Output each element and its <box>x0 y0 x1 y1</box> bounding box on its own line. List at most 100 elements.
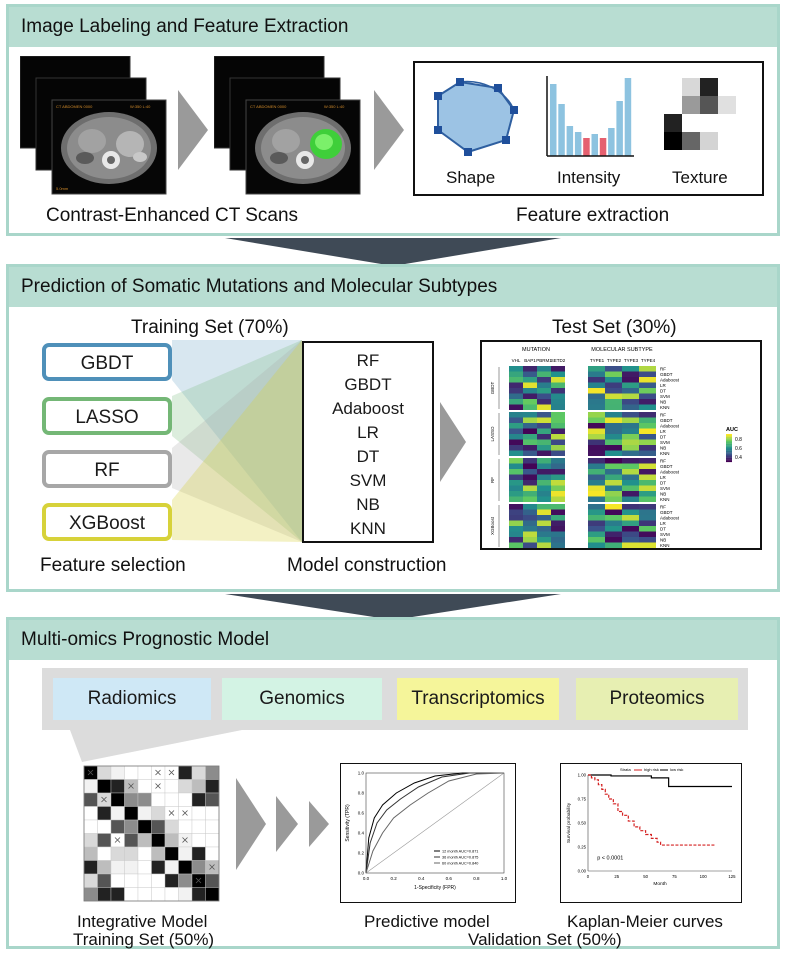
heatmap-cell <box>509 382 523 388</box>
texture-matrix-icon <box>664 78 736 150</box>
model-item: Adaboost <box>332 399 404 418</box>
heatmap-cell <box>523 509 537 515</box>
test-set-title: Test Set (30%) <box>552 317 677 338</box>
heatmap-cell <box>639 423 656 429</box>
heatmap-cell <box>639 366 656 372</box>
heatmap-legend-swatch <box>726 434 732 436</box>
training-set-caption: Training Set (50%) <box>73 930 215 949</box>
ct-scan-stack-segmented: CT ABDOMEN 0000 W:350 L:40 <box>214 56 361 195</box>
heatmap-row-label: LR <box>660 521 667 526</box>
heatmap-cell <box>551 434 565 440</box>
histogram-bar <box>624 78 632 156</box>
heatmap-cell <box>523 366 537 372</box>
heatmap-cell <box>551 377 565 383</box>
heatmap-legend-swatch <box>726 450 732 453</box>
matrix-cell <box>151 806 166 821</box>
matrix-cell <box>151 860 166 875</box>
heatmap-cell <box>639 537 656 543</box>
heatmap-row-label: NB <box>660 538 666 543</box>
panel-header: Image Labeling and Feature Extraction <box>9 7 777 47</box>
heatmap-legend-swatch <box>726 448 732 450</box>
heatmap-cell <box>639 526 656 532</box>
heatmap-cell <box>509 542 523 548</box>
matrix-cell <box>97 860 112 875</box>
heatmap-cell <box>551 417 565 423</box>
heatmap-row-label: LR <box>660 383 667 388</box>
heatmap-row-label: RF <box>660 367 666 372</box>
heatmap-cell <box>537 496 551 502</box>
matrix-cell <box>178 792 193 807</box>
heatmap-legend-swatch <box>726 436 732 439</box>
matrix-cell <box>178 860 193 875</box>
matrix-cell <box>124 860 139 875</box>
texture-cell <box>682 78 700 96</box>
model-item: KNN <box>350 519 386 538</box>
matrix-cell <box>124 765 139 780</box>
heatmap-cell <box>605 412 622 418</box>
heatmap-row-label: SVM <box>660 394 670 399</box>
km-y-tick: 1.00 <box>578 773 587 778</box>
heatmap-cell <box>639 428 656 434</box>
heatmap-cell <box>551 463 565 469</box>
matrix-cell <box>124 887 139 902</box>
heatmap-cell <box>622 399 639 405</box>
heatmap-cell <box>588 428 605 434</box>
heatmap-row-label: GBDT <box>660 372 673 377</box>
matrix-cell <box>124 792 139 807</box>
heatmap-cell <box>551 458 565 464</box>
heatmap-cell <box>523 423 537 429</box>
heatmap-cell <box>622 412 639 418</box>
heatmap-cell <box>537 428 551 434</box>
heatmap-col-label: TYPE2 <box>607 358 622 363</box>
heatmap-cell <box>537 474 551 480</box>
roc-curve-plot: 0.00.00.20.20.40.40.60.60.80.81.01.01-Sp… <box>340 763 516 903</box>
heatmap-cell <box>605 531 622 537</box>
texture-cell <box>718 132 736 150</box>
feature-selection-xgboost: XGBoost <box>42 503 172 541</box>
heatmap-cell <box>523 542 537 548</box>
panel-title: Prediction of Somatic Mutations and Mole… <box>21 276 498 297</box>
matrix-cell <box>178 873 193 888</box>
matrix-cell <box>110 846 125 861</box>
matrix-cell <box>205 779 220 794</box>
heatmap-cell <box>509 526 523 532</box>
roc-x-tick: 0.0 <box>363 876 370 881</box>
heatmap-cell <box>523 496 537 502</box>
feature-selection-caption: Feature selection <box>40 555 186 576</box>
svg-text:5.0mm: 5.0mm <box>56 186 69 191</box>
heatmap-cell <box>551 542 565 548</box>
heatmap-row-label: NB <box>660 492 666 497</box>
matrix-cell <box>110 765 125 780</box>
heatmap-legend-swatch <box>726 443 732 446</box>
heatmap-cell <box>537 480 551 486</box>
km-y-tick: 0.25 <box>578 845 587 850</box>
heatmap-cell <box>622 537 639 543</box>
heatmap-cell <box>551 371 565 377</box>
heatmap-cell <box>588 474 605 480</box>
matrix-cross-mark <box>155 769 161 776</box>
heatmap-cell <box>537 450 551 456</box>
heatmap-cell <box>537 377 551 383</box>
heatmap-row-label: LR <box>660 475 667 480</box>
heatmap-col-label: BAP1 <box>524 358 536 363</box>
heatmap-row-label: DT <box>660 389 666 394</box>
feature-selection-label: RF <box>94 460 120 481</box>
heatmap-cell <box>551 469 565 475</box>
heatmap-cell <box>551 474 565 480</box>
kaplan-meier-caption: Kaplan-Meier curves <box>567 912 723 931</box>
matrix-cross-mark <box>182 837 188 843</box>
heatmap-cell <box>588 509 605 515</box>
matrix-cell <box>164 860 179 875</box>
matrix-cell <box>205 806 220 821</box>
heatmap-group-label: GBDT <box>490 382 495 395</box>
heatmap-cell <box>588 417 605 423</box>
heatmap-cell <box>622 428 639 434</box>
heatmap-cell <box>588 412 605 418</box>
matrix-cell <box>205 819 220 834</box>
heatmap-cell <box>605 388 622 394</box>
heatmap-cell <box>509 439 523 445</box>
heatmap-cell <box>551 366 565 372</box>
matrix-cell <box>124 806 139 821</box>
svg-text:W:350 L:40: W:350 L:40 <box>130 104 151 109</box>
heatmap-cell <box>605 520 622 526</box>
